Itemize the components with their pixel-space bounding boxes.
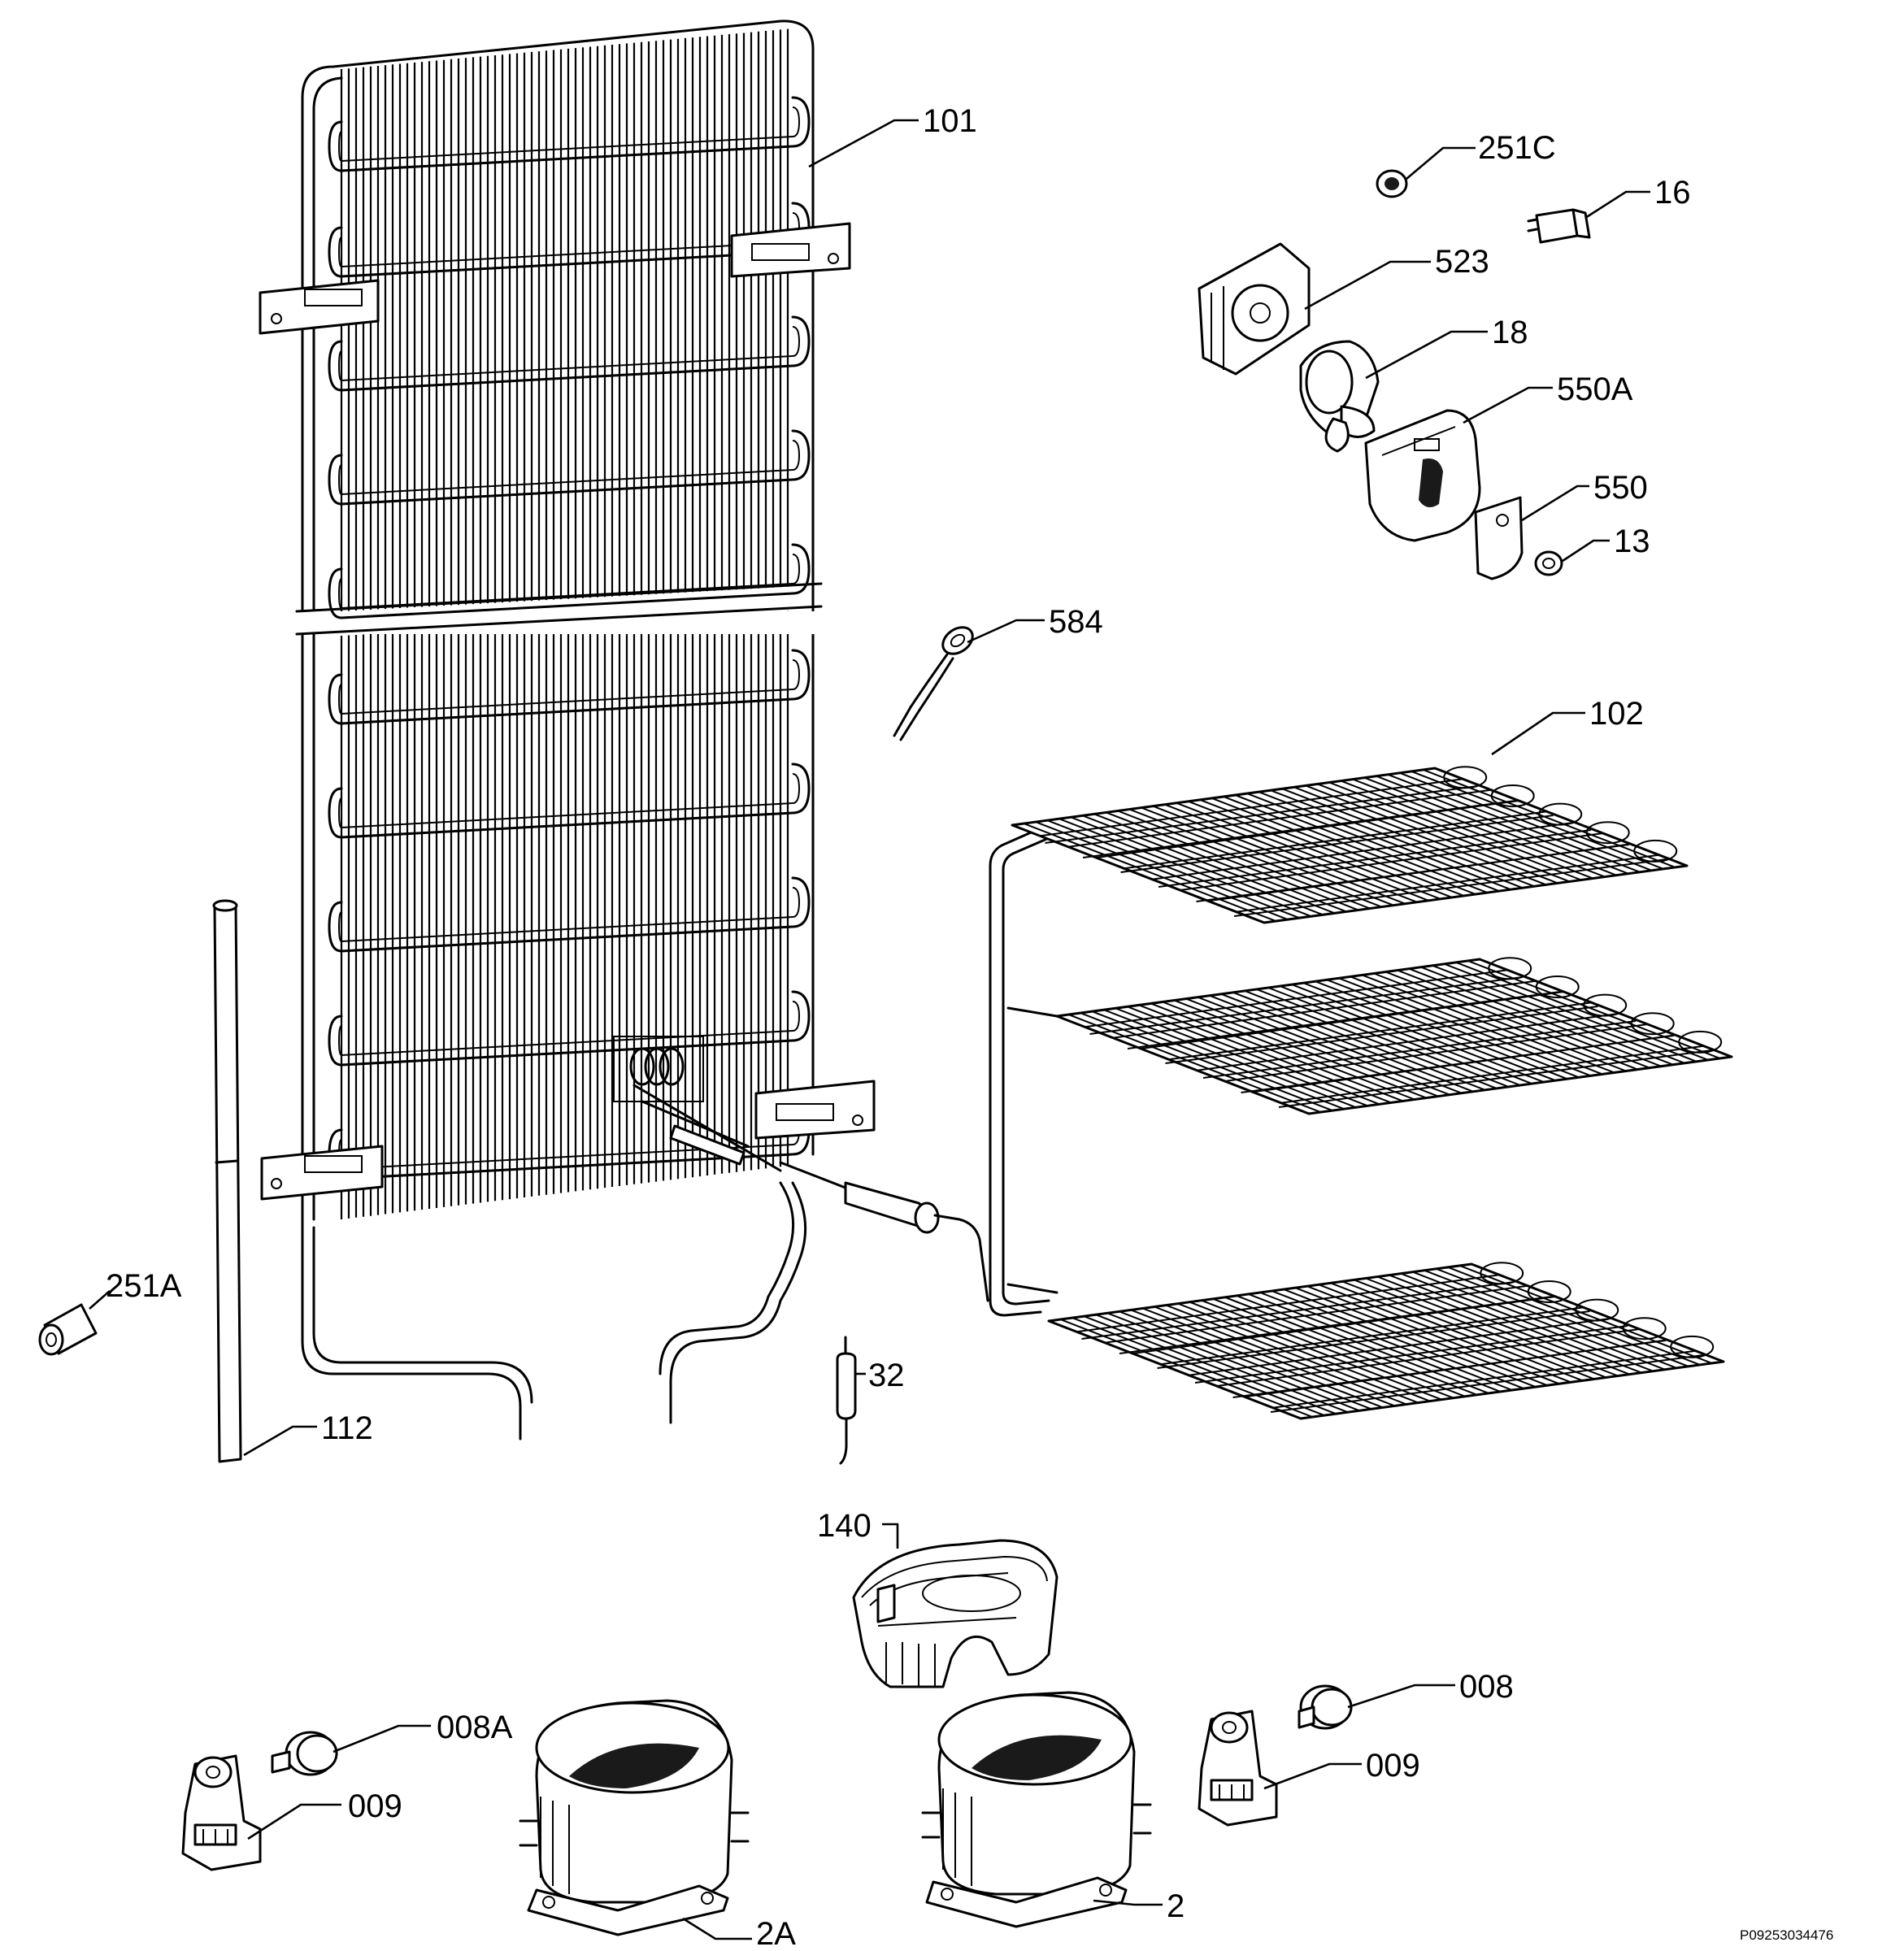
label-2a: 2A [756,1916,796,1951]
condenser-outlet-left [301,1226,522,1440]
label-550: 550 [1593,470,1648,506]
part-18-fan-motor[interactable] [1299,340,1380,453]
label-18: 18 [1492,315,1528,350]
label-009-left: 009 [348,1788,402,1824]
label-008a: 008A [437,1710,513,1745]
part-009-left-relay[interactable] [181,1754,262,1871]
evaporator-shelves [1011,766,1733,1420]
label-13: 13 [1614,524,1650,559]
label-16: 16 [1654,175,1691,211]
part-008-overload[interactable] [1298,1684,1353,1730]
part-32-drier[interactable] [836,1336,857,1465]
part-523-housing[interactable] [1198,242,1311,376]
label-251a: 251A [106,1268,182,1304]
part-008a-overload[interactable] [271,1731,338,1776]
label-102: 102 [1589,696,1644,732]
condenser-bracket-upper-right [730,222,851,278]
part-584-sensor[interactable] [893,622,977,741]
drawing-code: P09253034476 [1740,1927,1833,1943]
part-13-bulb[interactable] [1534,550,1563,576]
evaporator-frame-tube [989,819,1063,1317]
condenser-101[interactable] [259,20,989,1440]
part-251a-bushing[interactable] [38,1303,98,1356]
label-584: 584 [1049,604,1103,640]
capillary-coil [613,1036,989,1302]
label-112: 112 [321,1410,373,1446]
condenser-bracket-upper-left [259,279,380,335]
condenser-outlet-right [669,1181,807,1424]
label-523: 523 [1435,244,1489,280]
condenser-frame-tube [301,20,815,1229]
label-009-right: 009 [1366,1748,1420,1784]
break-line-bottom [295,605,823,636]
condenser-inner-tube [312,76,343,1221]
condenser-bracket-lower-left [260,1145,384,1201]
compressor-2[interactable] [921,1691,1152,1928]
part-140-drip-tray[interactable] [852,1539,1059,1688]
label-140: 140 [817,1508,872,1544]
label-101: 101 [923,103,977,139]
label-251c: 251C [1478,130,1556,166]
evaporator-102[interactable] [989,766,1733,1420]
part-labels: 101 251C 16 523 18 550A 550 13 584 102 2… [106,103,1833,1951]
tube-112[interactable] [212,899,242,1463]
break-line-top [295,582,823,613]
condenser-outlet-left-inner [312,1226,533,1404]
label-2: 2 [1167,1888,1185,1924]
label-32: 32 [868,1358,905,1393]
condenser-bracket-lower-right [754,1080,876,1140]
leader-lines [89,119,1650,1940]
part-251c-knob[interactable] [1376,169,1408,198]
label-008: 008 [1459,1669,1514,1705]
part-009-right-relay[interactable] [1198,1710,1278,1827]
label-550a: 550A [1557,372,1633,407]
part-550a-cover[interactable] [1364,409,1481,542]
part-550-lamp-cover[interactable] [1474,496,1524,580]
part-16-switch[interactable] [1527,208,1591,244]
compressor-2a[interactable] [519,1699,750,1936]
condenser-outlet-right-inner [659,1181,795,1375]
